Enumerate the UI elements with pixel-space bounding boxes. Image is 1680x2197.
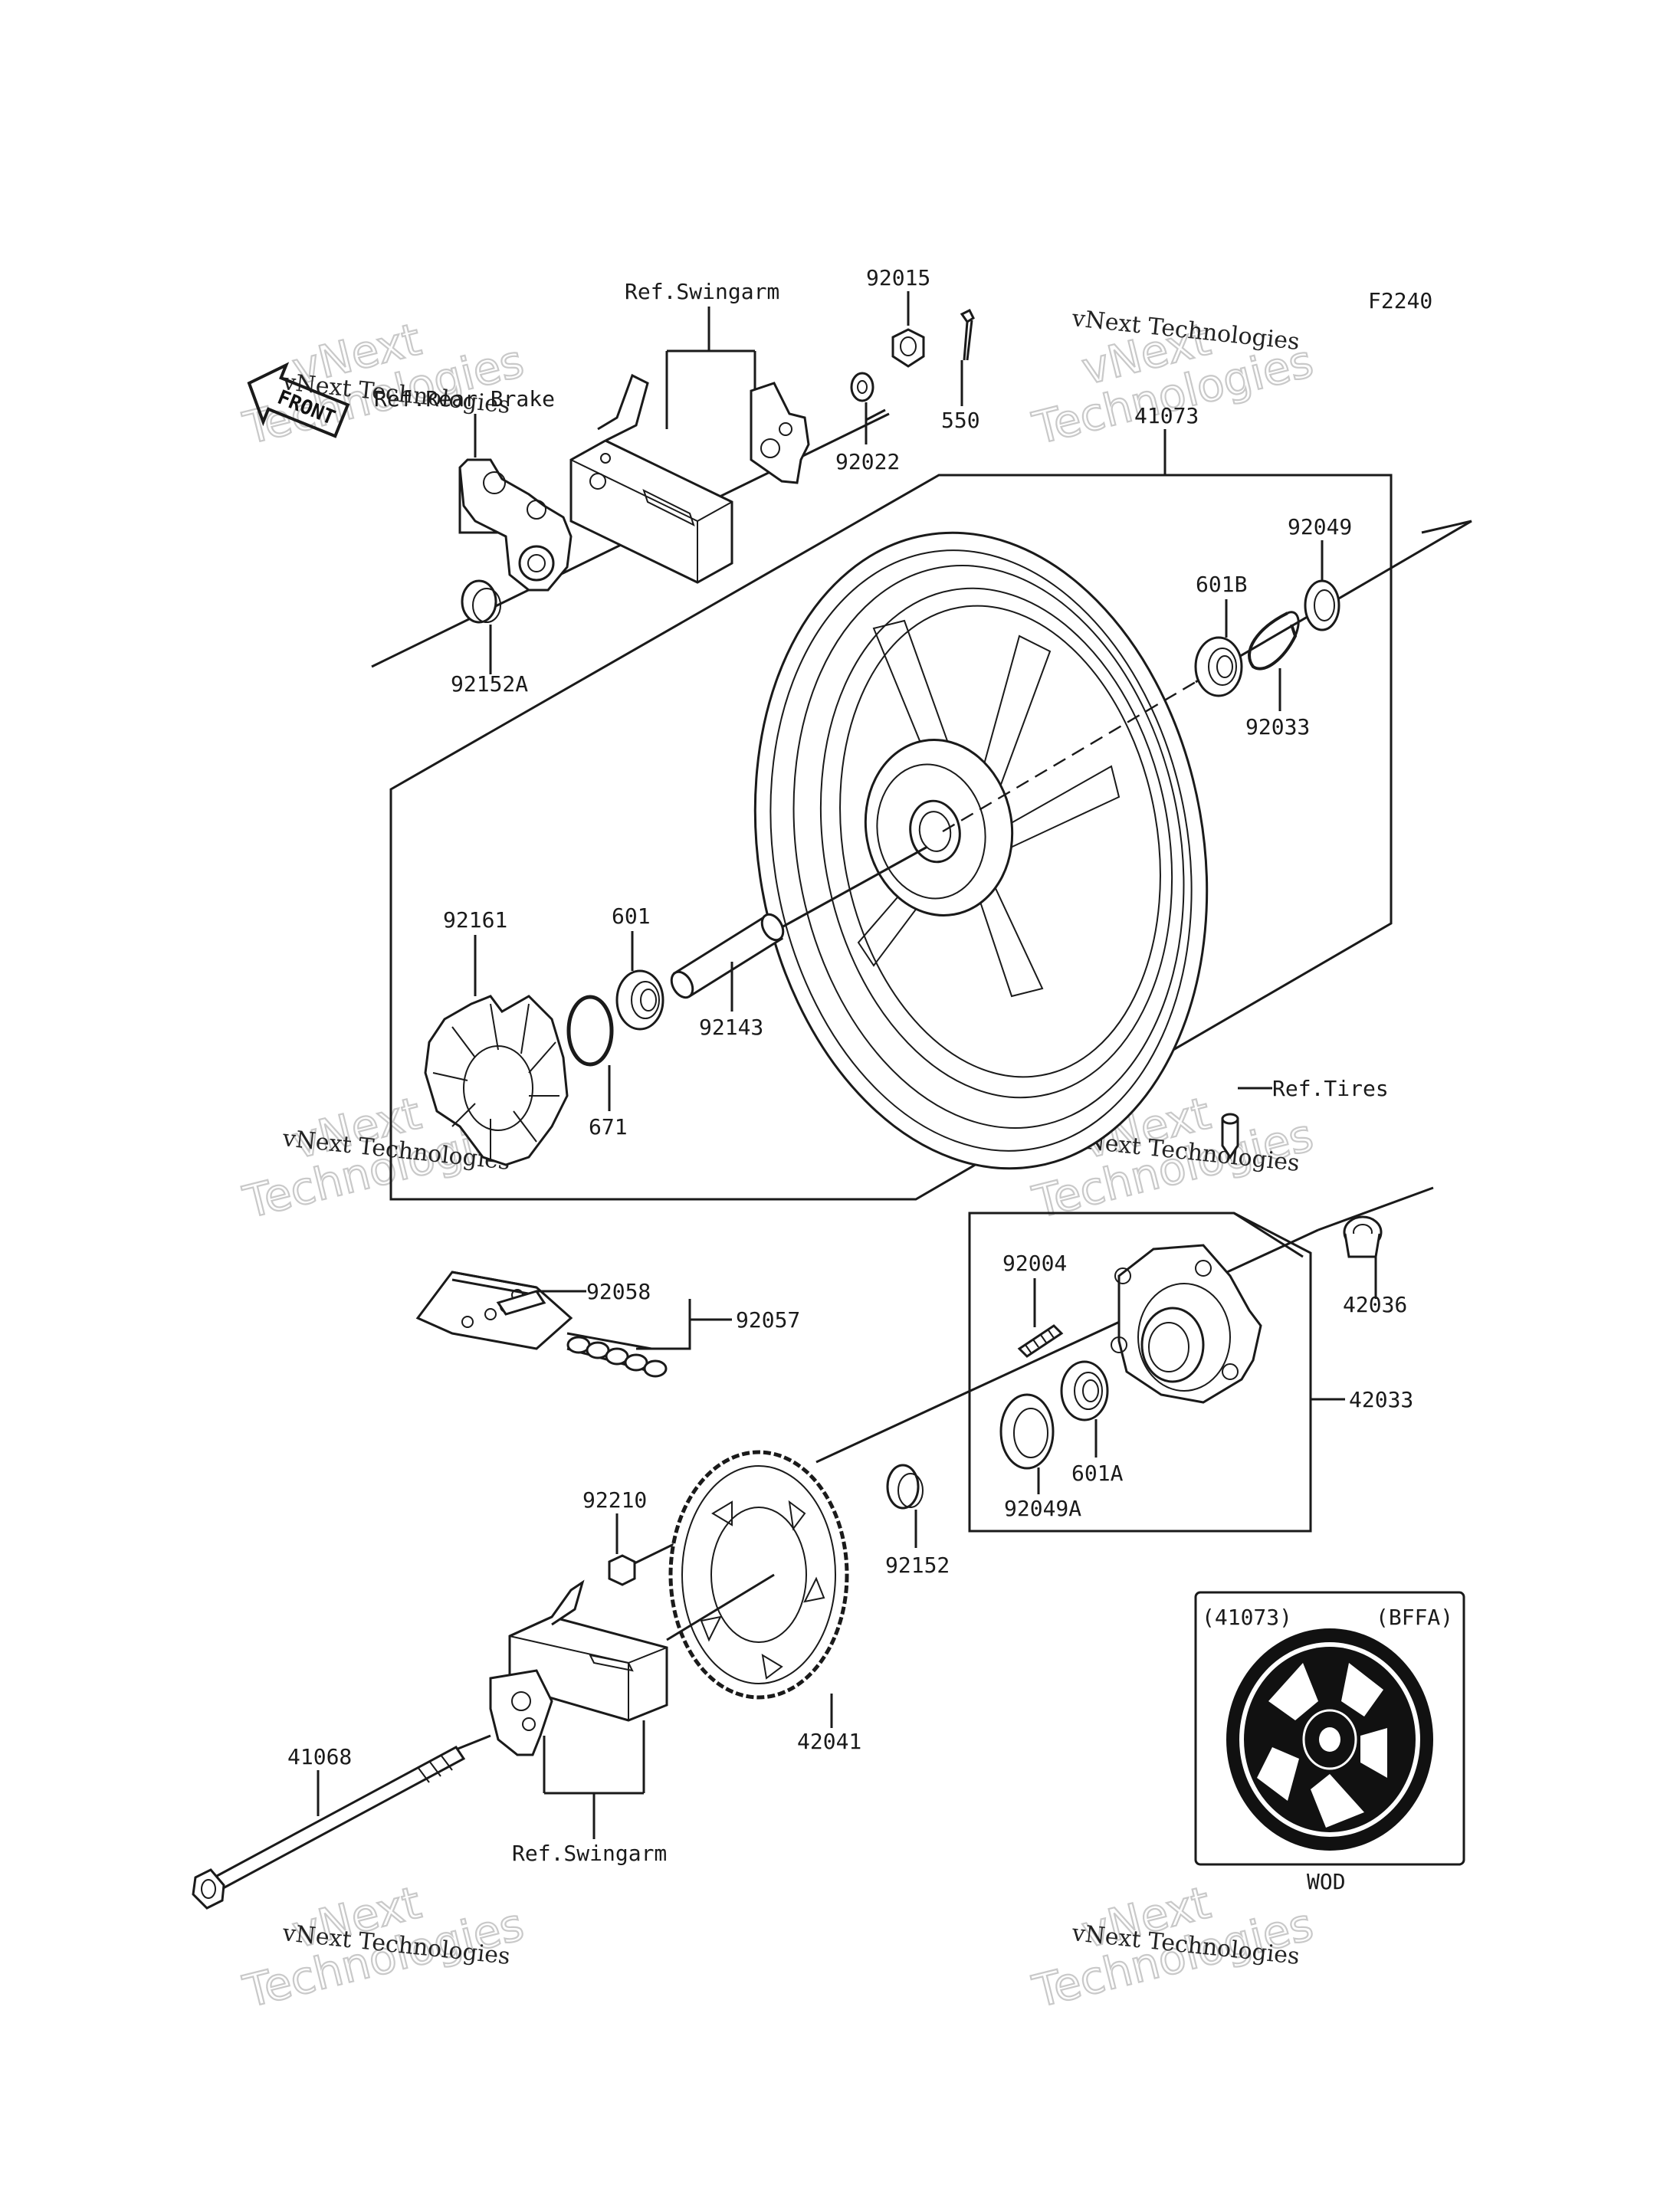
part-92057-chain xyxy=(415,1271,668,1378)
part-550-cotter-pin xyxy=(960,308,975,361)
label-601: 601 xyxy=(612,903,651,929)
label-92058: 92058 xyxy=(586,1279,651,1304)
axis-line-lower xyxy=(815,1228,1319,1464)
label-92049A: 92049A xyxy=(1004,1496,1081,1521)
part-92152-collar xyxy=(886,1464,924,1510)
part-92015-nut xyxy=(891,328,925,368)
ref-tires: Ref.Tires xyxy=(1272,1076,1389,1101)
hub-assembly-frame xyxy=(968,1212,1312,1533)
label-92057: 92057 xyxy=(736,1307,800,1333)
label-41073: 41073 xyxy=(1134,403,1199,428)
inset-color: WOD xyxy=(1307,1869,1346,1894)
label-92049: 92049 xyxy=(1288,514,1352,539)
inset-wheel-icon xyxy=(1226,1628,1433,1851)
axis-sprocket-left xyxy=(666,1573,775,1641)
part-92049A-seal xyxy=(999,1393,1055,1470)
label-41068: 41068 xyxy=(287,1744,352,1769)
wheel-assembly-frame xyxy=(389,474,1393,1201)
inset-variant-box: (41073) (BFFA) WOD xyxy=(1194,1591,1465,1894)
rear-wheel xyxy=(753,531,1209,1170)
swingarm-bracket-bottom xyxy=(489,1579,668,1756)
ref-swingarm-bottom-leader xyxy=(543,1720,645,1839)
label-601A: 601A xyxy=(1071,1461,1124,1486)
diagram-code: F2240 xyxy=(1368,288,1432,313)
tire-valve-icon xyxy=(1221,1113,1239,1159)
ref-swingarm-top-leader xyxy=(665,307,756,429)
part-92033-circlip xyxy=(1248,611,1300,671)
part-92143-collar-tube xyxy=(670,913,785,999)
axis-line-lower-right xyxy=(1317,1186,1434,1231)
axis-hub-left xyxy=(781,845,928,929)
part-671-o-ring xyxy=(566,995,614,1067)
brake-caliper-bracket xyxy=(458,458,573,592)
part-42041-sprocket xyxy=(668,1450,849,1700)
label-92004: 92004 xyxy=(1002,1251,1067,1276)
label-92015: 92015 xyxy=(866,265,930,290)
inset-variant: (BFFA) xyxy=(1376,1605,1453,1630)
label-671: 671 xyxy=(589,1114,628,1139)
label-42033: 42033 xyxy=(1349,1387,1413,1412)
label-92143: 92143 xyxy=(699,1015,763,1040)
ref-rear-brake: Ref.Rear Brake xyxy=(374,386,555,412)
part-601B-bearing xyxy=(1194,636,1243,697)
hub-axis-dash xyxy=(942,680,1196,833)
part-92152A-collar xyxy=(461,579,501,624)
part-92161-damper xyxy=(424,995,569,1166)
swingarm-bracket-top xyxy=(569,373,733,584)
ref-swingarm-bottom: Ref.Swingarm xyxy=(512,1841,667,1866)
part-42033-coupling xyxy=(1111,1244,1262,1404)
inset-code: (41073) xyxy=(1202,1605,1292,1630)
label-92152A: 92152A xyxy=(451,671,528,697)
label-92152: 92152 xyxy=(885,1553,950,1578)
swingarm-plate-top xyxy=(750,382,810,484)
label-92161: 92161 xyxy=(443,907,507,933)
label-42036: 42036 xyxy=(1343,1292,1407,1317)
part-92022-washer xyxy=(850,372,874,402)
label-92210: 92210 xyxy=(582,1487,647,1513)
label-92033: 92033 xyxy=(1245,714,1310,739)
part-42036-collar xyxy=(1343,1215,1383,1258)
label-42041: 42041 xyxy=(797,1729,861,1754)
part-601A-bearing xyxy=(1060,1360,1109,1421)
part-601-bearing xyxy=(615,969,664,1031)
leader-92057 xyxy=(636,1299,732,1350)
label-92022: 92022 xyxy=(835,449,900,474)
part-92049-seal xyxy=(1304,579,1340,631)
label-601B: 601B xyxy=(1196,572,1247,597)
part-92004-stud xyxy=(1017,1324,1064,1358)
ref-swingarm-top: Ref.Swingarm xyxy=(625,279,779,304)
label-550: 550 xyxy=(941,408,980,433)
part-92210-nut xyxy=(608,1554,636,1586)
part-41068-axle xyxy=(192,1746,466,1910)
